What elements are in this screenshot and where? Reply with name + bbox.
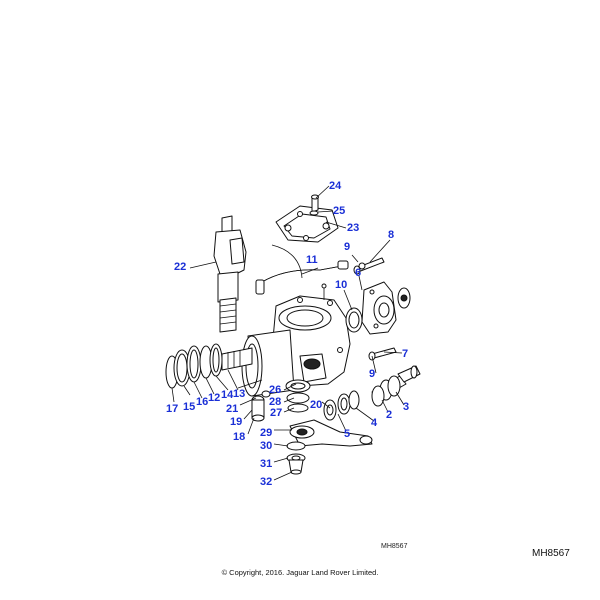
short-bolt-part <box>368 347 397 361</box>
callout-20: 20 <box>310 399 322 411</box>
copyright-notice: © Copyright, 2016. Jaguar Land Rover Lim… <box>221 568 379 577</box>
drawing-reference-large: MH8567 <box>532 548 570 559</box>
callout-21: 21 <box>226 403 238 415</box>
top-cover-part <box>275 205 339 243</box>
fluid-pipe-part <box>255 244 349 295</box>
callout-32: 32 <box>260 476 272 488</box>
input-shaft-part <box>213 215 247 333</box>
callout-22: 22 <box>174 261 186 273</box>
callout-14: 14 <box>221 389 234 401</box>
callout-3: 3 <box>403 401 409 413</box>
callout-29: 29 <box>260 427 272 439</box>
callout-19: 19 <box>230 416 242 428</box>
cover-bolt-part <box>309 194 319 216</box>
callout-26: 26 <box>269 384 281 396</box>
callout-28: 28 <box>269 396 281 408</box>
steering-box-housing-part <box>241 283 351 397</box>
callout-16: 16 <box>196 396 208 408</box>
callout-10: 10 <box>335 279 347 291</box>
drawing-reference-small: MH8567 <box>381 543 408 550</box>
callout-17: 17 <box>166 403 178 415</box>
callout-9-upper: 9 <box>344 241 350 253</box>
callout-15: 15 <box>183 401 195 413</box>
callout-8: 8 <box>388 229 394 241</box>
bearing-rings-part <box>323 390 360 421</box>
worm-shaft-part <box>371 365 421 407</box>
long-bolt-part <box>353 257 385 275</box>
seal-stack-part <box>285 379 311 475</box>
callout-11: 11 <box>306 254 318 266</box>
callout-12: 12 <box>208 392 220 404</box>
callout-27: 27 <box>270 407 282 419</box>
callout-24: 24 <box>329 180 342 192</box>
plug-parts <box>251 390 271 422</box>
callout-2: 2 <box>386 409 392 421</box>
callout-31: 31 <box>260 458 272 470</box>
callout-13: 13 <box>233 388 245 400</box>
piston-seal-rings-part <box>165 343 253 389</box>
callout-30: 30 <box>260 440 272 452</box>
callout-7: 7 <box>402 348 408 360</box>
callout-18: 18 <box>233 431 245 443</box>
callout-5: 5 <box>344 428 350 440</box>
callout-25: 25 <box>333 205 345 217</box>
drop-arm-part <box>289 419 373 447</box>
side-cover-part <box>345 281 411 335</box>
callout-4: 4 <box>371 417 378 429</box>
callout-6: 6 <box>355 267 361 279</box>
leader-lines <box>171 185 405 481</box>
callout-9-lower: 9 <box>369 368 375 380</box>
callout-labels: 24 25 23 8 9 6 22 11 10 7 9 26 28 27 20 … <box>166 180 409 488</box>
callout-23: 23 <box>347 222 359 234</box>
